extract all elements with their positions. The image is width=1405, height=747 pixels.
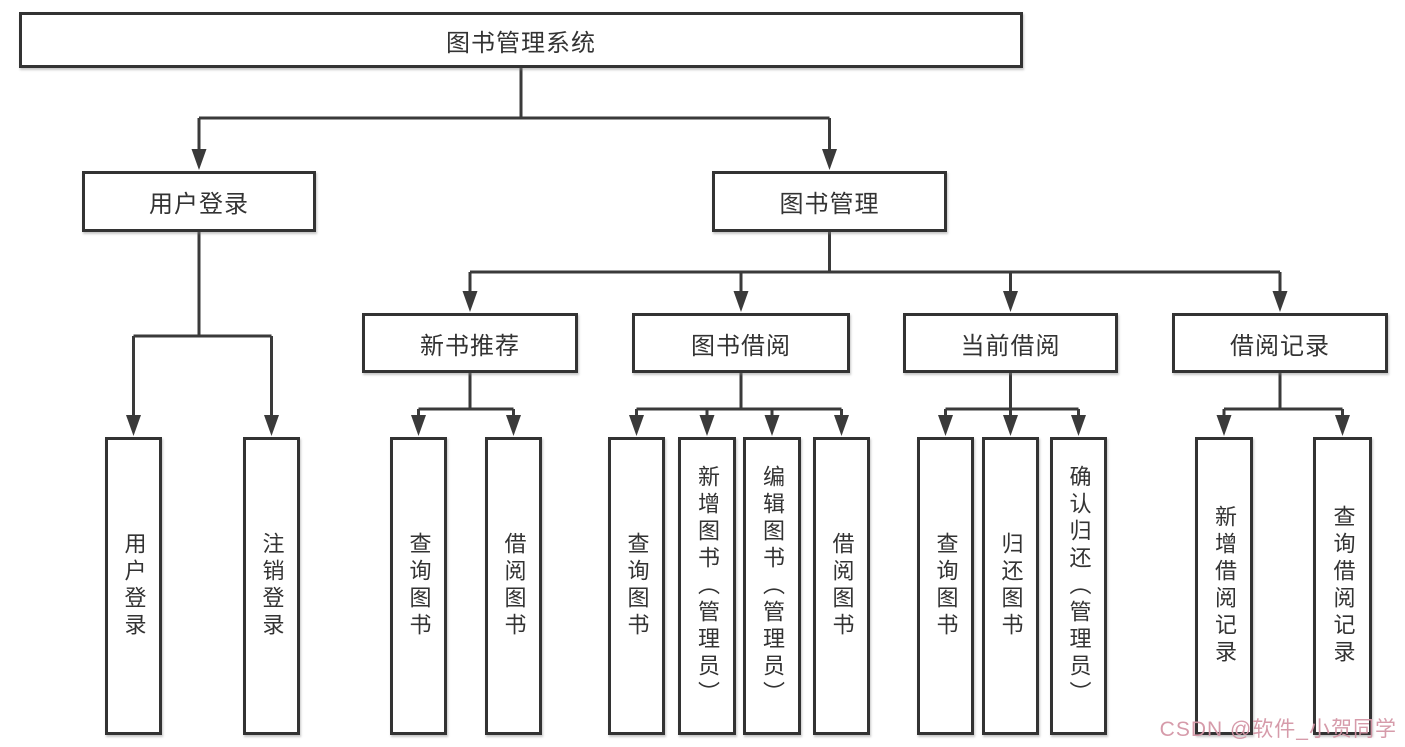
node-new-book-recommendation: 新书推荐 [362, 313, 578, 373]
node-library-management-system: 图书管理系统 [19, 12, 1023, 68]
arrowhead-down-icon [191, 149, 207, 170]
arrowhead-down-icon [264, 415, 279, 436]
node-label: 图书管理系统 [446, 29, 596, 57]
tree-branch-lines [132, 68, 1344, 420]
arrowhead-down-icon [938, 415, 953, 436]
arrowhead-down-icon [462, 291, 478, 312]
node-label: 当前借阅 [960, 332, 1061, 360]
arrowhead-down-icon [1003, 415, 1018, 436]
leaf-edit-books-admin: 编辑图书（管理员） [743, 437, 801, 735]
leaf-query-borrow-record: 查询借阅记录 [1313, 437, 1372, 735]
leaf-label: 归还图书 [998, 532, 1024, 640]
leaf-label: 查询借阅记录 [1330, 505, 1356, 667]
arrowhead-down-icon [1071, 415, 1086, 436]
leaf-logout: 注销登录 [243, 437, 300, 735]
node-book-management: 图书管理 [712, 171, 947, 232]
arrowhead-down-icon [629, 415, 644, 436]
arrowhead-down-icon [699, 415, 715, 436]
leaf-label: 借阅图书 [829, 532, 855, 640]
leaf-borrow-books: 借阅图书 [813, 437, 870, 735]
arrowhead-down-icon [411, 415, 426, 436]
leaf-label: 确认归还（管理员） [1066, 464, 1092, 708]
leaf-label: 借阅图书 [501, 532, 527, 640]
leaf-confirm-return-admin: 确认归还（管理员） [1050, 437, 1107, 735]
node-label: 用户登录 [149, 191, 249, 218]
leaf-label: 查询图书 [624, 532, 650, 640]
leaf-query-books: 查询图书 [390, 437, 447, 735]
node-label: 借阅记录 [1230, 332, 1330, 360]
node-label: 新书推荐 [420, 332, 520, 360]
node-label: 图书管理 [779, 191, 880, 218]
leaf-user-login: 用户登录 [105, 437, 162, 735]
leaf-label: 用户登录 [121, 532, 147, 640]
csdn-watermark: CSDN @软件_小贺同学 [1159, 718, 1397, 741]
leaf-borrow-books: 借阅图书 [485, 437, 542, 735]
arrowhead-down-icon [1335, 415, 1350, 436]
leaf-query-books: 查询图书 [608, 437, 665, 735]
node-user-login: 用户登录 [82, 171, 316, 232]
arrowhead-down-icon [733, 291, 749, 312]
node-book-borrowing: 图书借阅 [632, 313, 850, 373]
leaf-label: 查询图书 [406, 532, 432, 640]
arrowhead-down-icon [822, 149, 837, 170]
leaf-label: 查询图书 [933, 532, 959, 640]
leaf-label: 注销登录 [259, 532, 285, 640]
leaf-label: 编辑图书（管理员） [760, 464, 785, 708]
arrowhead-down-icon [506, 415, 521, 436]
arrowhead-down-icon [764, 415, 780, 436]
arrowhead-down-icon [834, 415, 849, 436]
leaf-label: 新增图书（管理员） [695, 464, 720, 708]
node-label: 图书借阅 [691, 332, 791, 360]
arrowhead-down-icon [1216, 415, 1232, 436]
leaf-label: 新增借阅记录 [1212, 505, 1237, 667]
leaf-query-books: 查询图书 [917, 437, 974, 735]
node-current-borrowing: 当前借阅 [903, 313, 1118, 373]
node-borrowing-records: 借阅记录 [1172, 313, 1388, 373]
arrowhead-down-icon [1272, 291, 1288, 312]
arrowhead-down-icon [1003, 291, 1018, 312]
arrowhead-down-icon [126, 415, 141, 436]
leaf-return-books: 归还图书 [982, 437, 1039, 735]
leaf-add-books-admin: 新增图书（管理员） [678, 437, 736, 735]
leaf-add-borrow-record: 新增借阅记录 [1195, 437, 1253, 735]
